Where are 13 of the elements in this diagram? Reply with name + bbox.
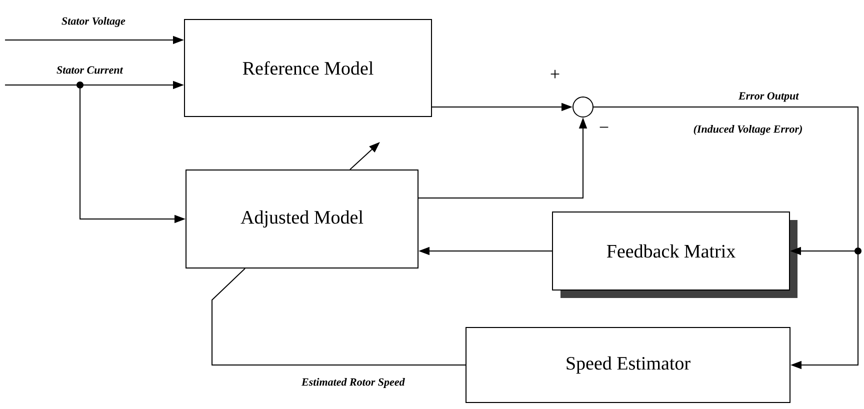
edge-label: Stator Current [56, 66, 124, 74]
process-box: Feedback Matrix [552, 212, 798, 298]
edge-label: Stator Voltage [62, 17, 126, 27]
process-box: Reference Model [184, 19, 432, 117]
process-box: Adjusted Model [186, 170, 418, 268]
edge-label: Error Output [738, 92, 799, 102]
sign-label: − [600, 126, 608, 128]
edge-label: Estimated Rotor Speed [301, 378, 405, 388]
sign-label: + [550, 70, 560, 78]
process-box: Speed Estimator [466, 327, 790, 403]
arrow [593, 106, 858, 370]
signal-label: (Induced Voltage Error) [694, 125, 802, 135]
summing-junction [572, 96, 594, 118]
